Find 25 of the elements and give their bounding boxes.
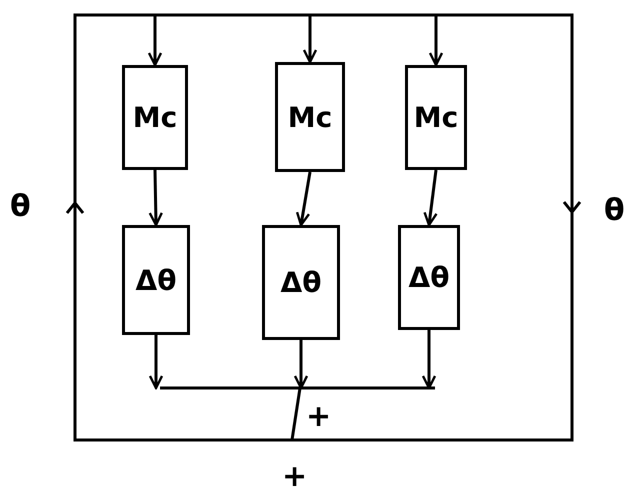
loop-label: θ <box>604 196 625 226</box>
arrow <box>422 330 436 390</box>
arrow <box>148 335 164 390</box>
box-label: Mc <box>414 101 458 134</box>
box-label: Mc <box>288 100 332 134</box>
loop-label: θ <box>10 192 31 222</box>
arrow <box>294 340 308 390</box>
arrow <box>296 172 312 226</box>
sign-label: + <box>306 402 332 432</box>
sign-label: + <box>282 462 308 490</box>
arrow <box>148 15 162 66</box>
box-label: Mc <box>132 101 178 134</box>
arrow <box>302 15 318 64</box>
box-label: Δθ <box>408 261 450 294</box>
process-box <box>405 65 467 170</box>
process-box <box>398 225 460 330</box>
box-label: Δθ <box>136 264 176 296</box>
arrow <box>423 170 438 226</box>
process-box <box>275 62 345 172</box>
process-box <box>122 225 190 335</box>
arrow <box>148 170 163 226</box>
process-box <box>122 65 188 170</box>
process-box <box>262 225 340 340</box>
box-label: Δθ <box>280 266 322 299</box>
arrow <box>428 15 444 66</box>
